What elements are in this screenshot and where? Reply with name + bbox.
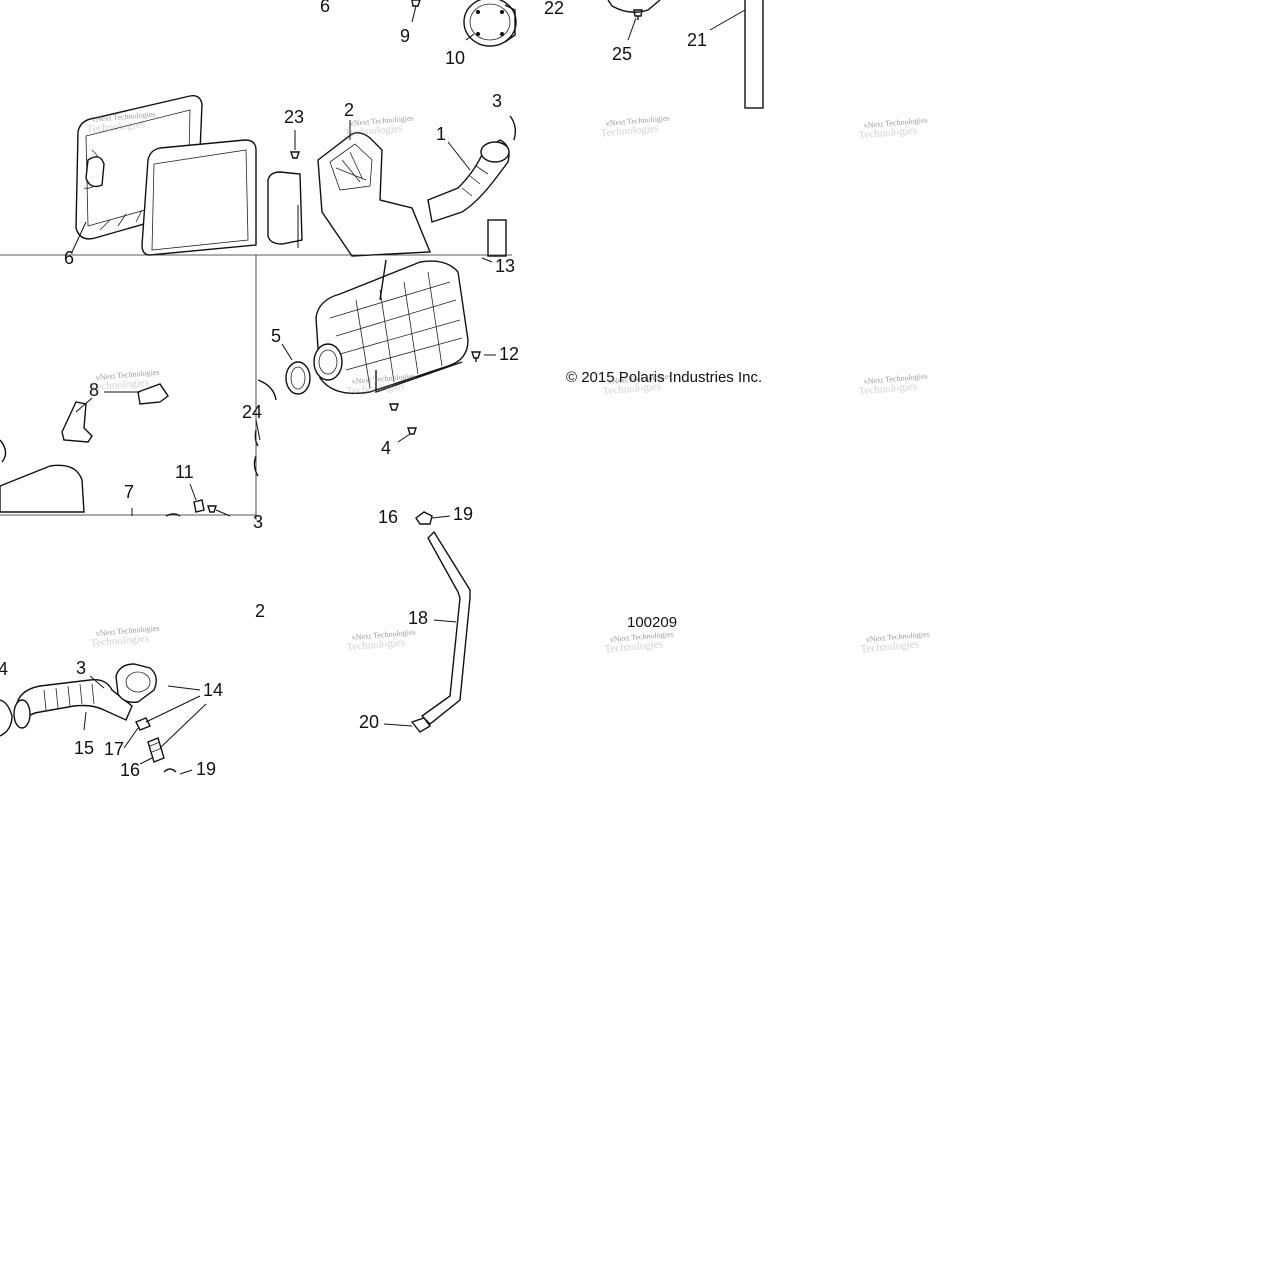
watermark-text: Technologies — [858, 380, 917, 397]
callout-6-top: 6 — [320, 0, 330, 16]
callout-16-bottom: 16 — [120, 760, 140, 780]
bolt-16 — [147, 737, 177, 773]
watermarks: vNext Technologies Technologies vNext Te… — [86, 109, 930, 655]
callout-7: 7 — [124, 482, 134, 502]
watermark-text: Technologies — [346, 636, 405, 653]
latch-8 — [61, 383, 169, 443]
watermark-text: Technologies — [600, 122, 659, 139]
rod-21 — [744, 0, 764, 109]
intake-hose-15 — [0, 663, 157, 737]
copyright-notice: © 2015 Polaris Industries Inc. — [566, 369, 762, 386]
bolt-9 — [411, 0, 421, 7]
clamp-17 — [135, 717, 151, 731]
callout-21: 21 — [687, 30, 707, 50]
watermark-text: Technologies — [344, 122, 403, 139]
callout-12: 12 — [499, 344, 519, 364]
callout-2-edge: 2 — [255, 601, 265, 621]
callout-11: 11 — [175, 462, 194, 482]
watermark-text: Technologies — [860, 638, 919, 655]
callout-15: 15 — [74, 738, 94, 758]
watermark-text: Technologies — [346, 380, 405, 397]
callout-4-mid: 4 — [381, 438, 391, 458]
callout-3-top: 3 — [492, 91, 502, 111]
cover-plate-10 — [463, 0, 517, 47]
leaders-bottom-left — [83, 675, 207, 775]
bolt-4 — [389, 403, 417, 435]
callout-2: 2 — [344, 100, 354, 120]
bolt-12 — [471, 351, 481, 362]
watermark-text: Technologies — [90, 632, 149, 649]
clamp-5 — [285, 361, 311, 395]
callout-19-mid: 19 — [453, 504, 473, 524]
airbox-housing — [313, 259, 469, 395]
callout-1: 1 — [436, 124, 446, 144]
callout-8: 8 — [89, 380, 99, 400]
callout-9: 9 — [400, 26, 410, 46]
callout-6-left: 6 — [64, 248, 74, 268]
callout-5: 5 — [271, 326, 281, 346]
leaders-airbox — [255, 343, 496, 443]
callout-18: 18 — [408, 608, 428, 628]
leaders-intake — [294, 120, 493, 263]
callout-23: 23 — [284, 107, 304, 127]
intake-hose-1 — [427, 115, 517, 223]
callout-20: 20 — [359, 712, 379, 732]
watermark-text: Technologies — [90, 376, 149, 393]
callout-13: 13 — [495, 256, 515, 276]
callout-16-mid: 16 — [378, 507, 398, 527]
callout-22: 22 — [544, 0, 564, 18]
watermark-text: Technologies — [858, 124, 917, 141]
hose-18 — [383, 511, 471, 733]
callout-14: 14 — [203, 680, 223, 700]
watermark-text: Technologies — [604, 638, 663, 655]
bracket-22 — [607, 0, 661, 13]
callout-4-bottom: 4 — [0, 659, 8, 679]
watermark-text: Technologies — [602, 380, 661, 397]
callout-24: 24 — [242, 402, 262, 422]
watermark-text: Technologies — [86, 118, 145, 135]
drawing-number: 100209 — [627, 614, 677, 631]
push-rivet-23 — [290, 151, 300, 159]
callout-3-edge: 3 — [253, 512, 263, 532]
callout-10: 10 — [445, 48, 465, 68]
fitting-11 — [165, 483, 231, 517]
screw-25 — [633, 9, 643, 20]
foam-filter — [267, 171, 303, 245]
intake-duct-2 — [317, 131, 432, 257]
gasket — [141, 139, 257, 256]
callout-19-bottom: 19 — [196, 759, 216, 779]
tile-edges — [0, 254, 512, 520]
callout-17: 17 — [104, 739, 124, 759]
canister-7 — [0, 439, 133, 516]
rod-13 — [487, 219, 507, 257]
callout-3-bottom: 3 — [76, 658, 86, 678]
leaders-top — [411, 5, 746, 41]
callout-25: 25 — [612, 44, 632, 64]
